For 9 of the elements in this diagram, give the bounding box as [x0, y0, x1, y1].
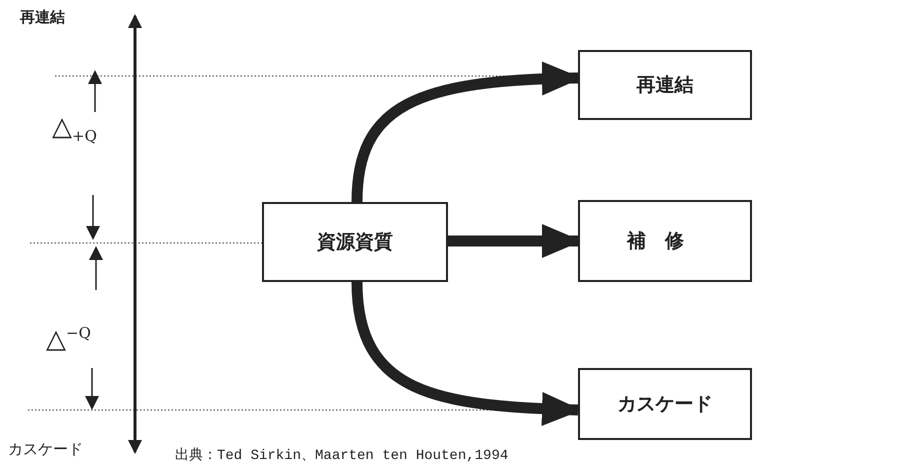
process-box: 資源資質: [262, 202, 448, 282]
source-caption: 出典：Ted Sirkin、Maarten ten Houten,1994: [175, 446, 508, 464]
process-box: 補修: [578, 200, 752, 282]
axis-label: △$_{+Q}$: [52, 112, 97, 146]
process-box: カスケード: [578, 368, 752, 440]
axis-label: △$^{−Q}$: [46, 324, 91, 355]
process-box: 再連結: [578, 50, 752, 120]
axis-label: 再連結: [20, 8, 65, 27]
axis-label: カスケード: [8, 440, 83, 459]
